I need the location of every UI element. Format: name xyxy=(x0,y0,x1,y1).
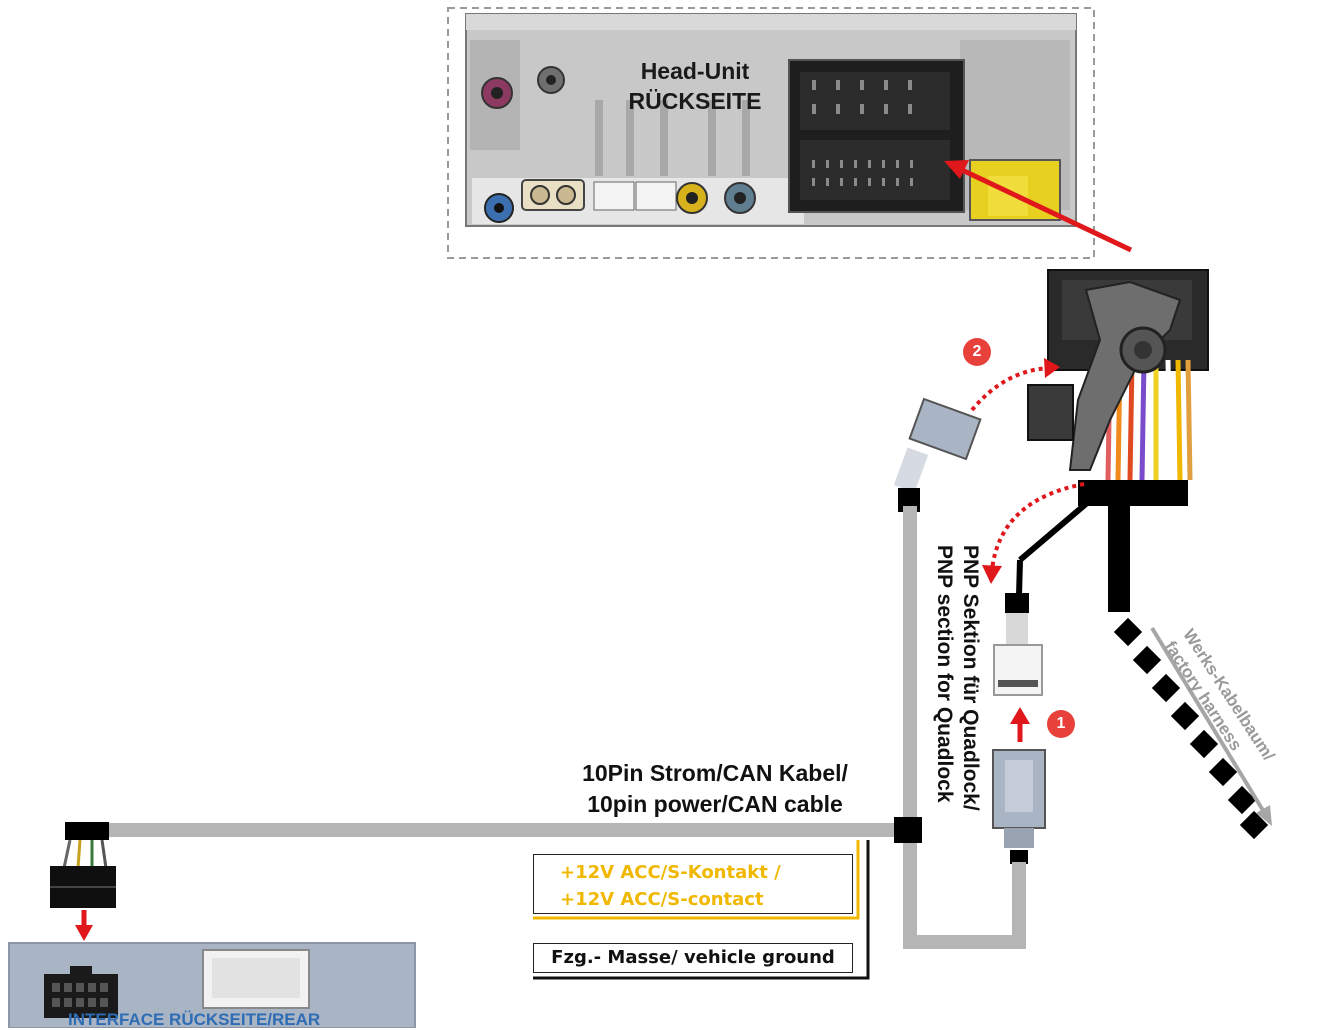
step-1-arrow-up xyxy=(1010,707,1075,742)
interface-box xyxy=(8,942,416,1028)
pnp-section-label-line1: PNP Sektion für Quadlock/ xyxy=(959,545,982,811)
step-1-badge xyxy=(1047,710,1075,738)
step-2-badge xyxy=(963,338,991,366)
red-arrow-to-quadlock-socket xyxy=(944,160,1133,253)
step-2-number: 2 xyxy=(972,343,982,360)
power-can-cable-label-line2: 10pin power/CAN cable xyxy=(587,791,843,817)
interface-plug xyxy=(50,822,116,908)
head-unit-rear-photo xyxy=(447,7,1095,259)
cable-junction-block xyxy=(894,817,922,843)
harness-t-junction xyxy=(1016,480,1188,612)
ground-wire-label: Fzg.- Masse/ vehicle ground xyxy=(533,943,853,973)
factory-harness-gray-arrow xyxy=(1150,626,1272,826)
pnp-white-connector xyxy=(993,593,1043,696)
factory-harness-dotted-cable xyxy=(1113,617,1269,840)
interface-rear-label: INTERFACE RÜCKSEITE/REAR xyxy=(68,1010,321,1029)
head-unit-dashed-frame xyxy=(447,7,1095,259)
step-2-dotted-arrow xyxy=(963,338,1060,412)
pnp-section-label: PNP Sektion für Quadlock/ PNP section fo… xyxy=(931,545,983,811)
acc-wire-label: +12V ACC/S-Kontakt / +12V ACC/S-contact xyxy=(533,854,853,914)
acc-wire-label-line1: +12V ACC/S-Kontakt / xyxy=(560,862,781,883)
step-1-curved-dotted-arrow xyxy=(982,482,1085,584)
pnp-male-connector xyxy=(992,749,1046,864)
pnp-female-connector-top xyxy=(893,397,982,512)
acc-wire-label-line2: +12V ACC/S-contact xyxy=(560,889,764,910)
factory-quadlock-plug xyxy=(1027,269,1209,481)
interface-arrow-down xyxy=(75,910,93,941)
step-1-number: 1 xyxy=(1056,715,1066,732)
head-unit-title: Head-Unit RÜCKSEITE xyxy=(600,56,790,116)
head-unit-title-line2: RÜCKSEITE xyxy=(628,88,762,114)
power-can-cable-label-line1: 10Pin Strom/CAN Kabel/ xyxy=(582,760,848,786)
power-can-cable-label: 10Pin Strom/CAN Kabel/ 10pin power/CAN c… xyxy=(520,758,910,820)
head-unit-title-line1: Head-Unit xyxy=(640,58,750,84)
acc-ground-lead-lines xyxy=(533,840,870,980)
gray-cable-route xyxy=(105,506,1026,949)
pnp-section-label-line2: PNP section for Quadlock xyxy=(933,545,956,803)
